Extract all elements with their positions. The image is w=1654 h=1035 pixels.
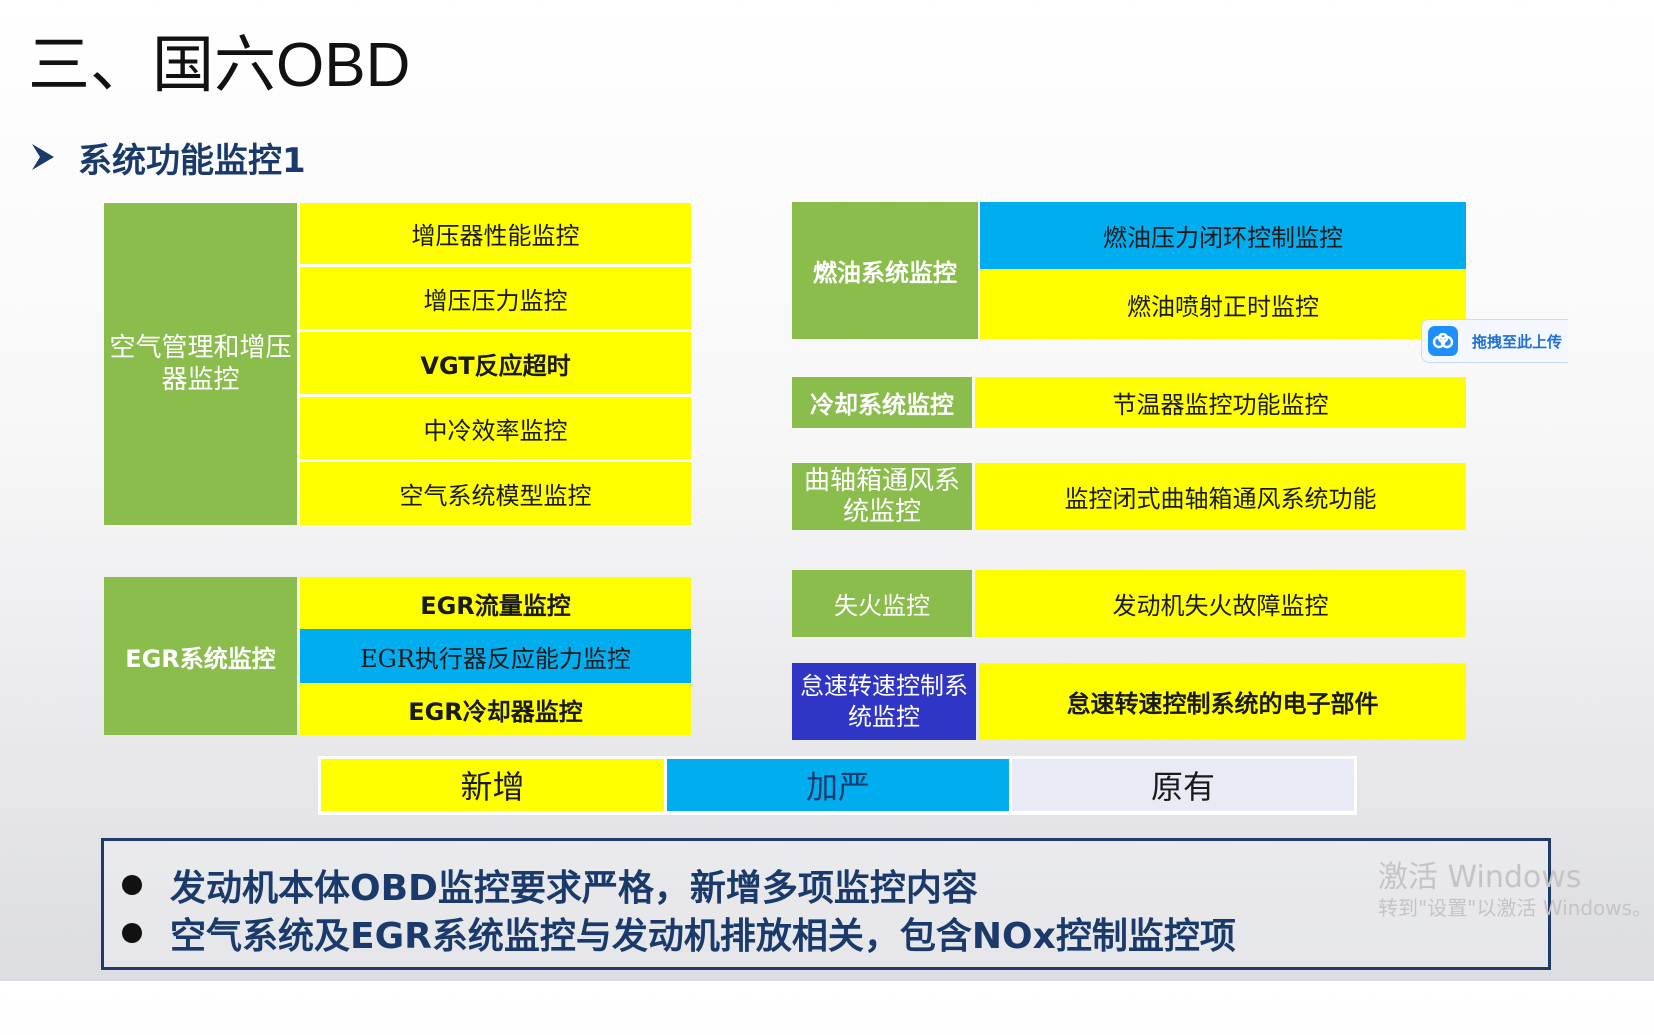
legend-stricter: 加严	[667, 759, 1009, 811]
air-item-vgt-timeout: VGT反应超时	[300, 332, 691, 397]
egr-item-cooler: EGR冷却器监控	[300, 683, 691, 735]
egr-group: EGR系统监控	[104, 577, 297, 735]
section-heading: 系统功能监控1	[30, 132, 306, 182]
bullet-dot-icon	[122, 875, 142, 895]
cloud-icon[interactable]	[1428, 326, 1458, 356]
cooling-system-group: 冷却系统监控	[792, 377, 972, 428]
bullet-dot-icon	[122, 923, 142, 943]
idle-speed-group: 怠速转速控制系统监控	[792, 663, 976, 740]
egr-item-actuator-response: EGR执行器反应能力监控	[300, 629, 691, 683]
activation-watermark-hint: 转到"设置"以激活 Windows。	[1378, 896, 1653, 920]
egr-item-flow: EGR流量监控	[300, 577, 691, 629]
misfire-group: 失火监控	[792, 570, 972, 637]
legend: 新增 加严 原有	[318, 756, 1357, 815]
summary-text: 发动机本体OBD监控要求严格，新增多项监控内容	[170, 868, 978, 909]
fuel-item-pressure-closed-loop: 燃油压力闭环控制监控	[980, 202, 1466, 269]
arrow-bullet-icon	[32, 144, 54, 170]
air-item-air-system-model: 空气系统模型监控	[300, 462, 691, 525]
legend-existing: 原有	[1012, 759, 1354, 811]
drag-upload-label[interactable]: 拖拽至此上传	[1472, 332, 1563, 351]
summary-bullet: 发动机本体OBD监控要求严格，新增多项监控内容	[122, 859, 978, 911]
air-item-intercooler-efficiency: 中冷效率监控	[300, 397, 691, 462]
drag-upload-widget[interactable]: 拖拽至此上传	[1421, 319, 1568, 363]
fuel-system-group: 燃油系统监控	[792, 202, 978, 339]
fuel-item-injection-timing: 燃油喷射正时监控	[980, 269, 1466, 339]
summary-box: 发动机本体OBD监控要求严格，新增多项监控内容 空气系统及EGR系统监控与发动机…	[101, 838, 1551, 970]
air-management-group: 空气管理和增压器监控	[104, 203, 297, 525]
summary-bullet: 空气系统及EGR系统监控与发动机排放相关，包含NOx控制监控项	[122, 907, 1236, 959]
summary-text: 空气系统及EGR系统监控与发动机排放相关，包含NOx控制监控项	[170, 916, 1236, 957]
misfire-item-engine-misfire: 发动机失火故障监控	[975, 570, 1466, 637]
cooling-item-thermostat: 节温器监控功能监控	[975, 377, 1466, 428]
slide-title: 三、国六OBD	[28, 31, 411, 100]
crankcase-item-closed-system: 监控闭式曲轴箱通风系统功能	[975, 463, 1466, 530]
section-heading-text: 系统功能监控1	[78, 140, 306, 181]
idle-item-electronic-parts: 怠速转速控制系统的电子部件	[979, 663, 1466, 740]
air-item-turbo-performance: 增压器性能监控	[300, 203, 691, 267]
activation-watermark-title: 激活 Windows	[1378, 860, 1582, 895]
air-item-boost-pressure: 增压压力监控	[300, 267, 691, 332]
crankcase-ventilation-group: 曲轴箱通风系统监控	[792, 463, 972, 530]
legend-new: 新增	[321, 759, 664, 811]
